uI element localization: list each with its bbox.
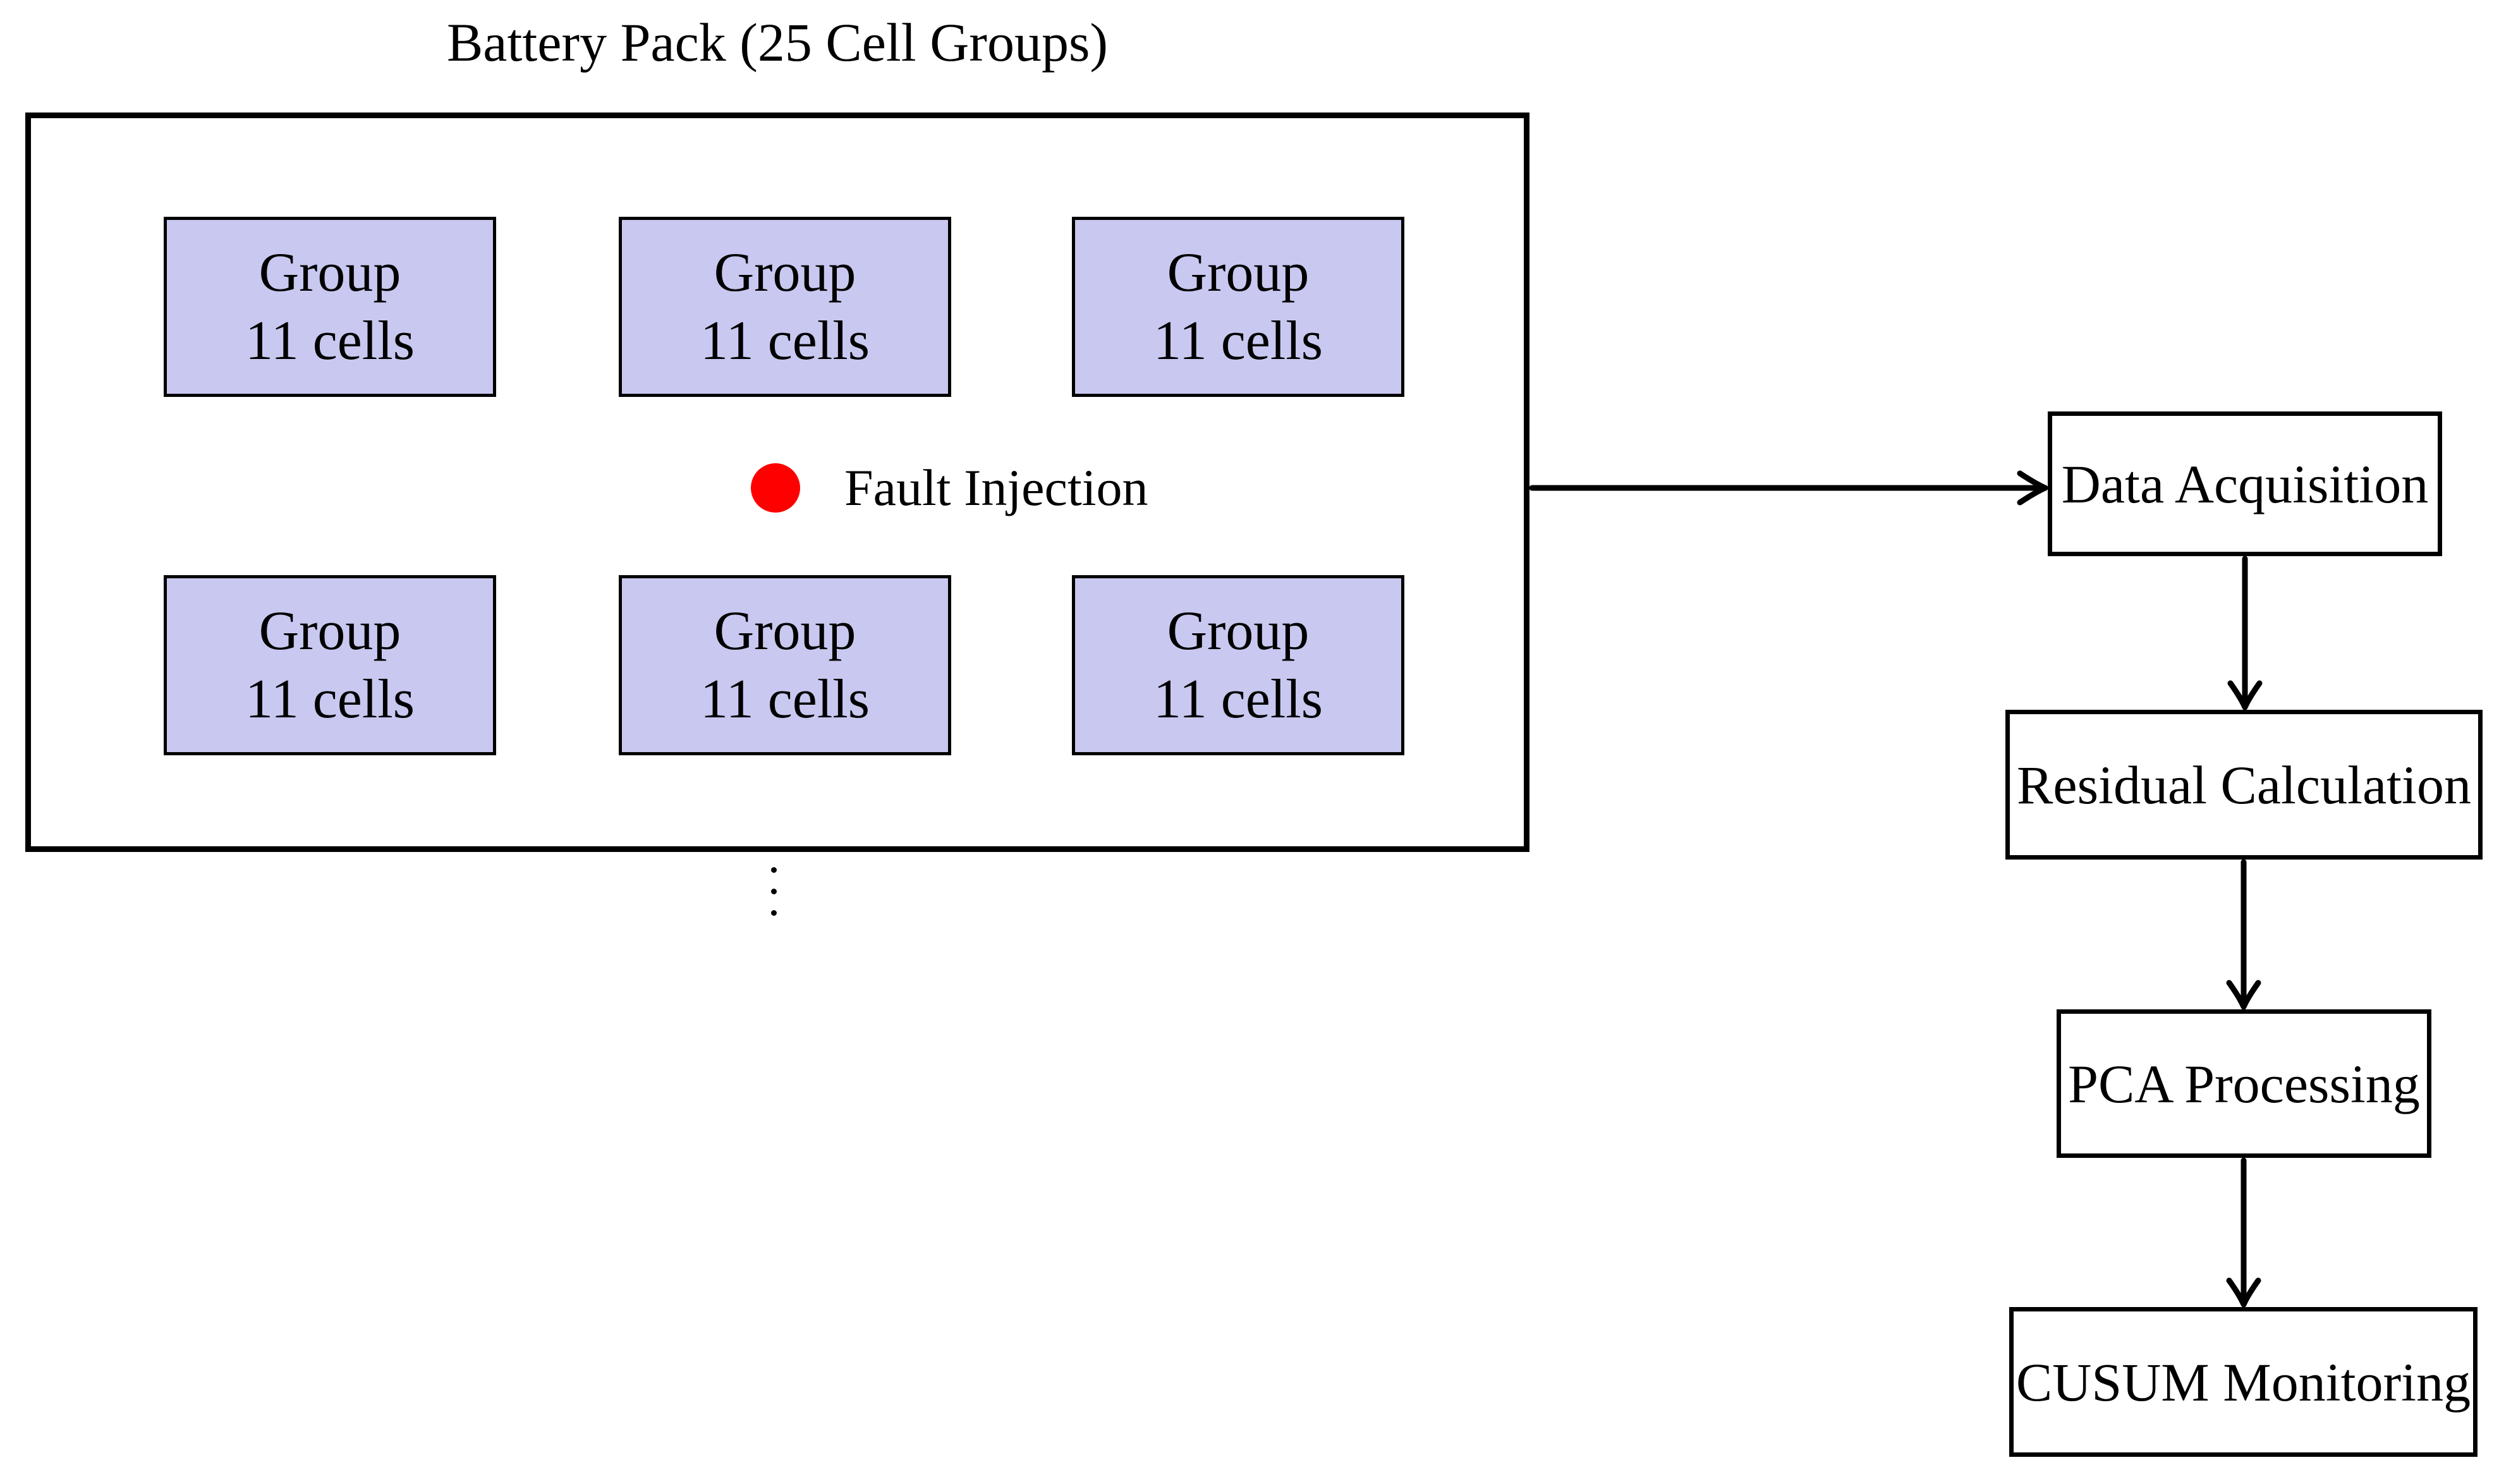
flow-step-cusum-monitoring: CUSUM Monitoring — [2009, 1307, 2478, 1457]
fault-dot-icon — [751, 463, 800, 513]
cell-group-size: 11 cells — [700, 310, 870, 372]
cell-group-name: Group — [714, 600, 856, 662]
cell-group-box-1: Group 11 cells — [164, 217, 496, 397]
arrow-pack-to-data-acquisition-icon — [1529, 470, 2048, 506]
cell-group-size: 11 cells — [1153, 310, 1323, 372]
ellipsis-dot — [771, 889, 777, 894]
cell-group-size: 11 cells — [1153, 668, 1323, 730]
arrow-data-acquisition-to-residual-icon — [2227, 556, 2263, 710]
flow-step-pca-processing: PCA Processing — [2057, 1009, 2431, 1158]
cell-group-size: 11 cells — [245, 310, 415, 372]
flow-step-label: CUSUM Monitoring — [2016, 1351, 2471, 1413]
ellipsis-dot — [771, 910, 777, 916]
flow-step-label: PCA Processing — [2068, 1053, 2420, 1114]
cell-group-box-4: Group 11 cells — [164, 575, 496, 755]
cell-group-box-5: Group 11 cells — [619, 575, 951, 755]
cell-group-size: 11 cells — [245, 668, 415, 730]
cell-group-name: Group — [714, 242, 856, 304]
flow-step-residual-calculation: Residual Calculation — [2005, 710, 2483, 860]
cell-group-box-2: Group 11 cells — [619, 217, 951, 397]
flow-step-label: Data Acquisition — [2061, 453, 2429, 514]
arrow-residual-to-pca-icon — [2226, 859, 2261, 1010]
flow-step-label: Residual Calculation — [2017, 754, 2471, 815]
cell-group-name: Group — [1167, 242, 1310, 304]
cell-group-name: Group — [1167, 600, 1310, 662]
arrow-pca-to-cusum-icon — [2226, 1157, 2261, 1308]
ellipsis-dot — [771, 867, 777, 873]
cell-group-box-3: Group 11 cells — [1072, 217, 1404, 397]
fault-injection-label: Fault Injection — [844, 459, 1148, 516]
cell-group-box-6: Group 11 cells — [1072, 575, 1404, 755]
diagram-title: Battery Pack (25 Cell Groups) — [446, 12, 1109, 73]
cell-group-size: 11 cells — [700, 668, 870, 730]
cell-group-name: Group — [258, 242, 401, 304]
cell-group-name: Group — [258, 600, 401, 662]
flow-step-data-acquisition: Data Acquisition — [2048, 411, 2442, 556]
more-groups-ellipsis-icon — [771, 867, 777, 916]
